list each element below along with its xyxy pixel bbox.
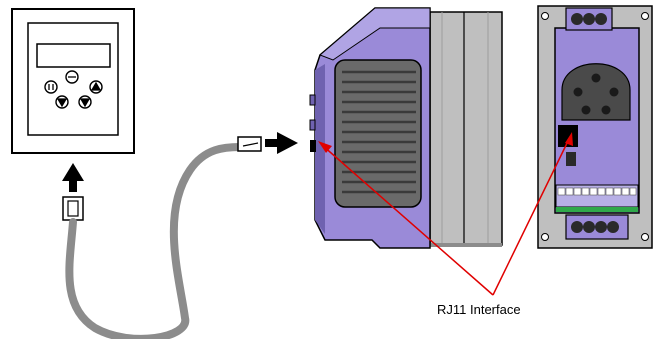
keypad-buttons	[44, 70, 103, 109]
keypad-display	[36, 43, 111, 68]
arrow-right-icon	[265, 132, 298, 154]
rj11-port	[558, 125, 578, 147]
drive-front-view	[537, 5, 653, 249]
remote-keypad-icon	[11, 8, 135, 154]
rj11-plug-icon	[62, 196, 84, 221]
rj11-plug-icon	[237, 136, 262, 152]
callout-arrowhead	[565, 132, 573, 146]
patch-cable	[65, 143, 244, 339]
callout-lines	[321, 136, 571, 296]
drive-side-view	[309, 7, 503, 249]
rj11-interface-label: RJ11 Interface	[437, 302, 521, 317]
callout-arrowhead	[318, 141, 332, 153]
arrow-up-icon	[62, 163, 84, 192]
